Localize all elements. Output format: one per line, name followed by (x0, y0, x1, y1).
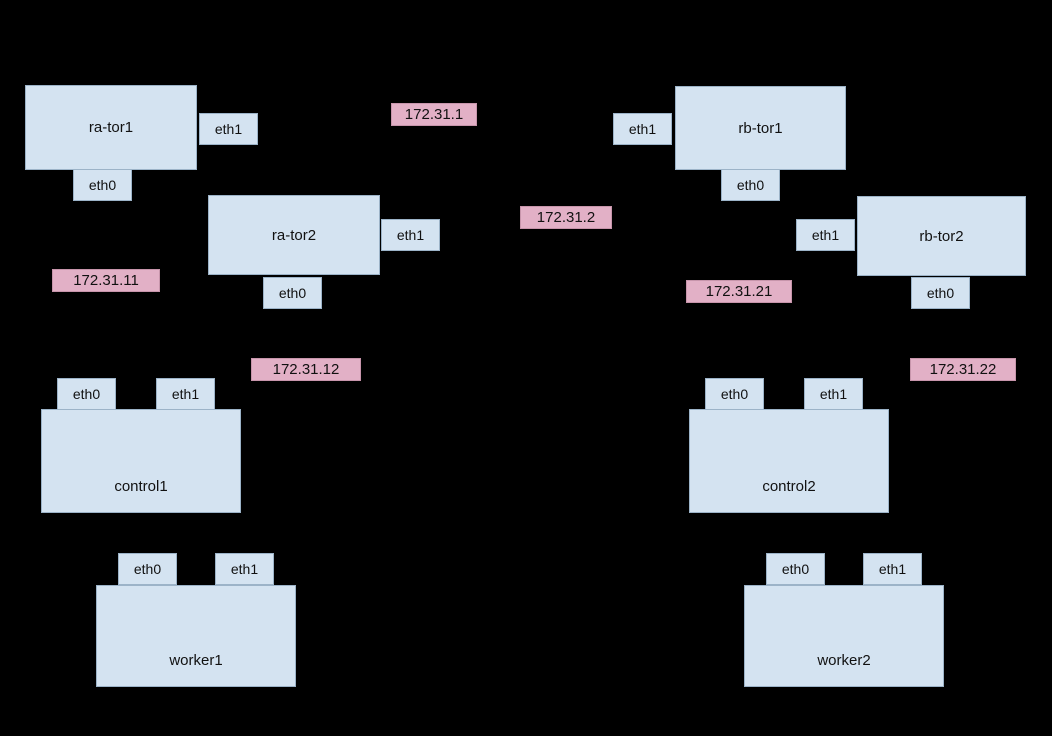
interface-label: eth1 (811, 227, 840, 243)
interface-ra-tor2-eth0[interactable]: eth0 (263, 277, 322, 309)
interface-worker1-eth0[interactable]: eth0 (118, 553, 177, 585)
node-label: worker2 (817, 652, 871, 669)
interface-label: eth0 (278, 285, 307, 301)
ip-label-net-172-31-1[interactable]: 172.31.1 (391, 103, 477, 126)
interface-label: eth1 (878, 561, 907, 577)
interface-label: eth0 (720, 386, 749, 402)
interface-label: eth1 (628, 121, 657, 137)
ip-label-text: 172.31.11 (73, 272, 139, 289)
ip-label-text: 172.31.22 (929, 361, 997, 378)
node-label: control2 (762, 478, 816, 495)
interface-label: eth0 (781, 561, 810, 577)
interface-worker2-eth1[interactable]: eth1 (863, 553, 922, 585)
ip-label-net-172-31-12[interactable]: 172.31.12 (251, 358, 361, 381)
node-label: rb-tor2 (919, 227, 964, 245)
interface-label: eth1 (214, 121, 243, 137)
interface-worker1-eth1[interactable]: eth1 (215, 553, 274, 585)
interface-ra-tor1-eth1[interactable]: eth1 (199, 113, 258, 145)
node-worker1[interactable]: worker1 (96, 585, 296, 687)
interface-control2-eth1[interactable]: eth1 (804, 378, 863, 410)
interface-label: eth0 (88, 177, 117, 193)
interface-rb-tor1-eth1[interactable]: eth1 (613, 113, 672, 145)
node-label: rb-tor1 (738, 119, 783, 137)
ip-label-net-172-31-21[interactable]: 172.31.21 (686, 280, 792, 303)
interface-label: eth0 (133, 561, 162, 577)
node-label: ra-tor2 (271, 226, 317, 244)
interface-rb-tor1-eth0[interactable]: eth0 (721, 169, 780, 201)
ip-label-net-172-31-22[interactable]: 172.31.22 (910, 358, 1016, 381)
interface-label: eth0 (72, 386, 101, 402)
interface-label: eth1 (396, 227, 425, 243)
ip-label-text: 172.31.2 (536, 209, 596, 226)
ip-label-net-172-31-2[interactable]: 172.31.2 (520, 206, 612, 229)
interface-ra-tor2-eth1[interactable]: eth1 (381, 219, 440, 251)
ip-label-net-172-31-11[interactable]: 172.31.11 (52, 269, 160, 292)
node-control1[interactable]: control1 (41, 409, 241, 513)
node-label: control1 (114, 478, 168, 495)
interface-rb-tor2-eth1[interactable]: eth1 (796, 219, 855, 251)
ip-label-text: 172.31.12 (272, 361, 340, 378)
interface-rb-tor2-eth0[interactable]: eth0 (911, 277, 970, 309)
interface-control2-eth0[interactable]: eth0 (705, 378, 764, 410)
interface-ra-tor1-eth0[interactable]: eth0 (73, 169, 132, 201)
interface-label: eth1 (819, 386, 848, 402)
node-label: ra-tor1 (88, 119, 134, 136)
node-control2[interactable]: control2 (689, 409, 889, 513)
ip-label-text: 172.31.21 (705, 283, 773, 300)
interface-label: eth1 (171, 386, 200, 402)
node-ra-tor2[interactable]: ra-tor2 (208, 195, 380, 275)
interface-label: eth1 (230, 561, 259, 577)
interface-worker2-eth0[interactable]: eth0 (766, 553, 825, 585)
interface-label: eth0 (926, 285, 955, 301)
interface-control1-eth1[interactable]: eth1 (156, 378, 215, 410)
node-rb-tor2[interactable]: rb-tor2 (857, 196, 1026, 276)
node-ra-tor1[interactable]: ra-tor1 (25, 85, 197, 170)
node-label: worker1 (169, 652, 223, 669)
ip-label-text: 172.31.1 (404, 106, 464, 123)
interface-label: eth0 (736, 177, 765, 193)
node-rb-tor1[interactable]: rb-tor1 (675, 86, 846, 170)
interface-control1-eth0[interactable]: eth0 (57, 378, 116, 410)
node-worker2[interactable]: worker2 (744, 585, 944, 687)
